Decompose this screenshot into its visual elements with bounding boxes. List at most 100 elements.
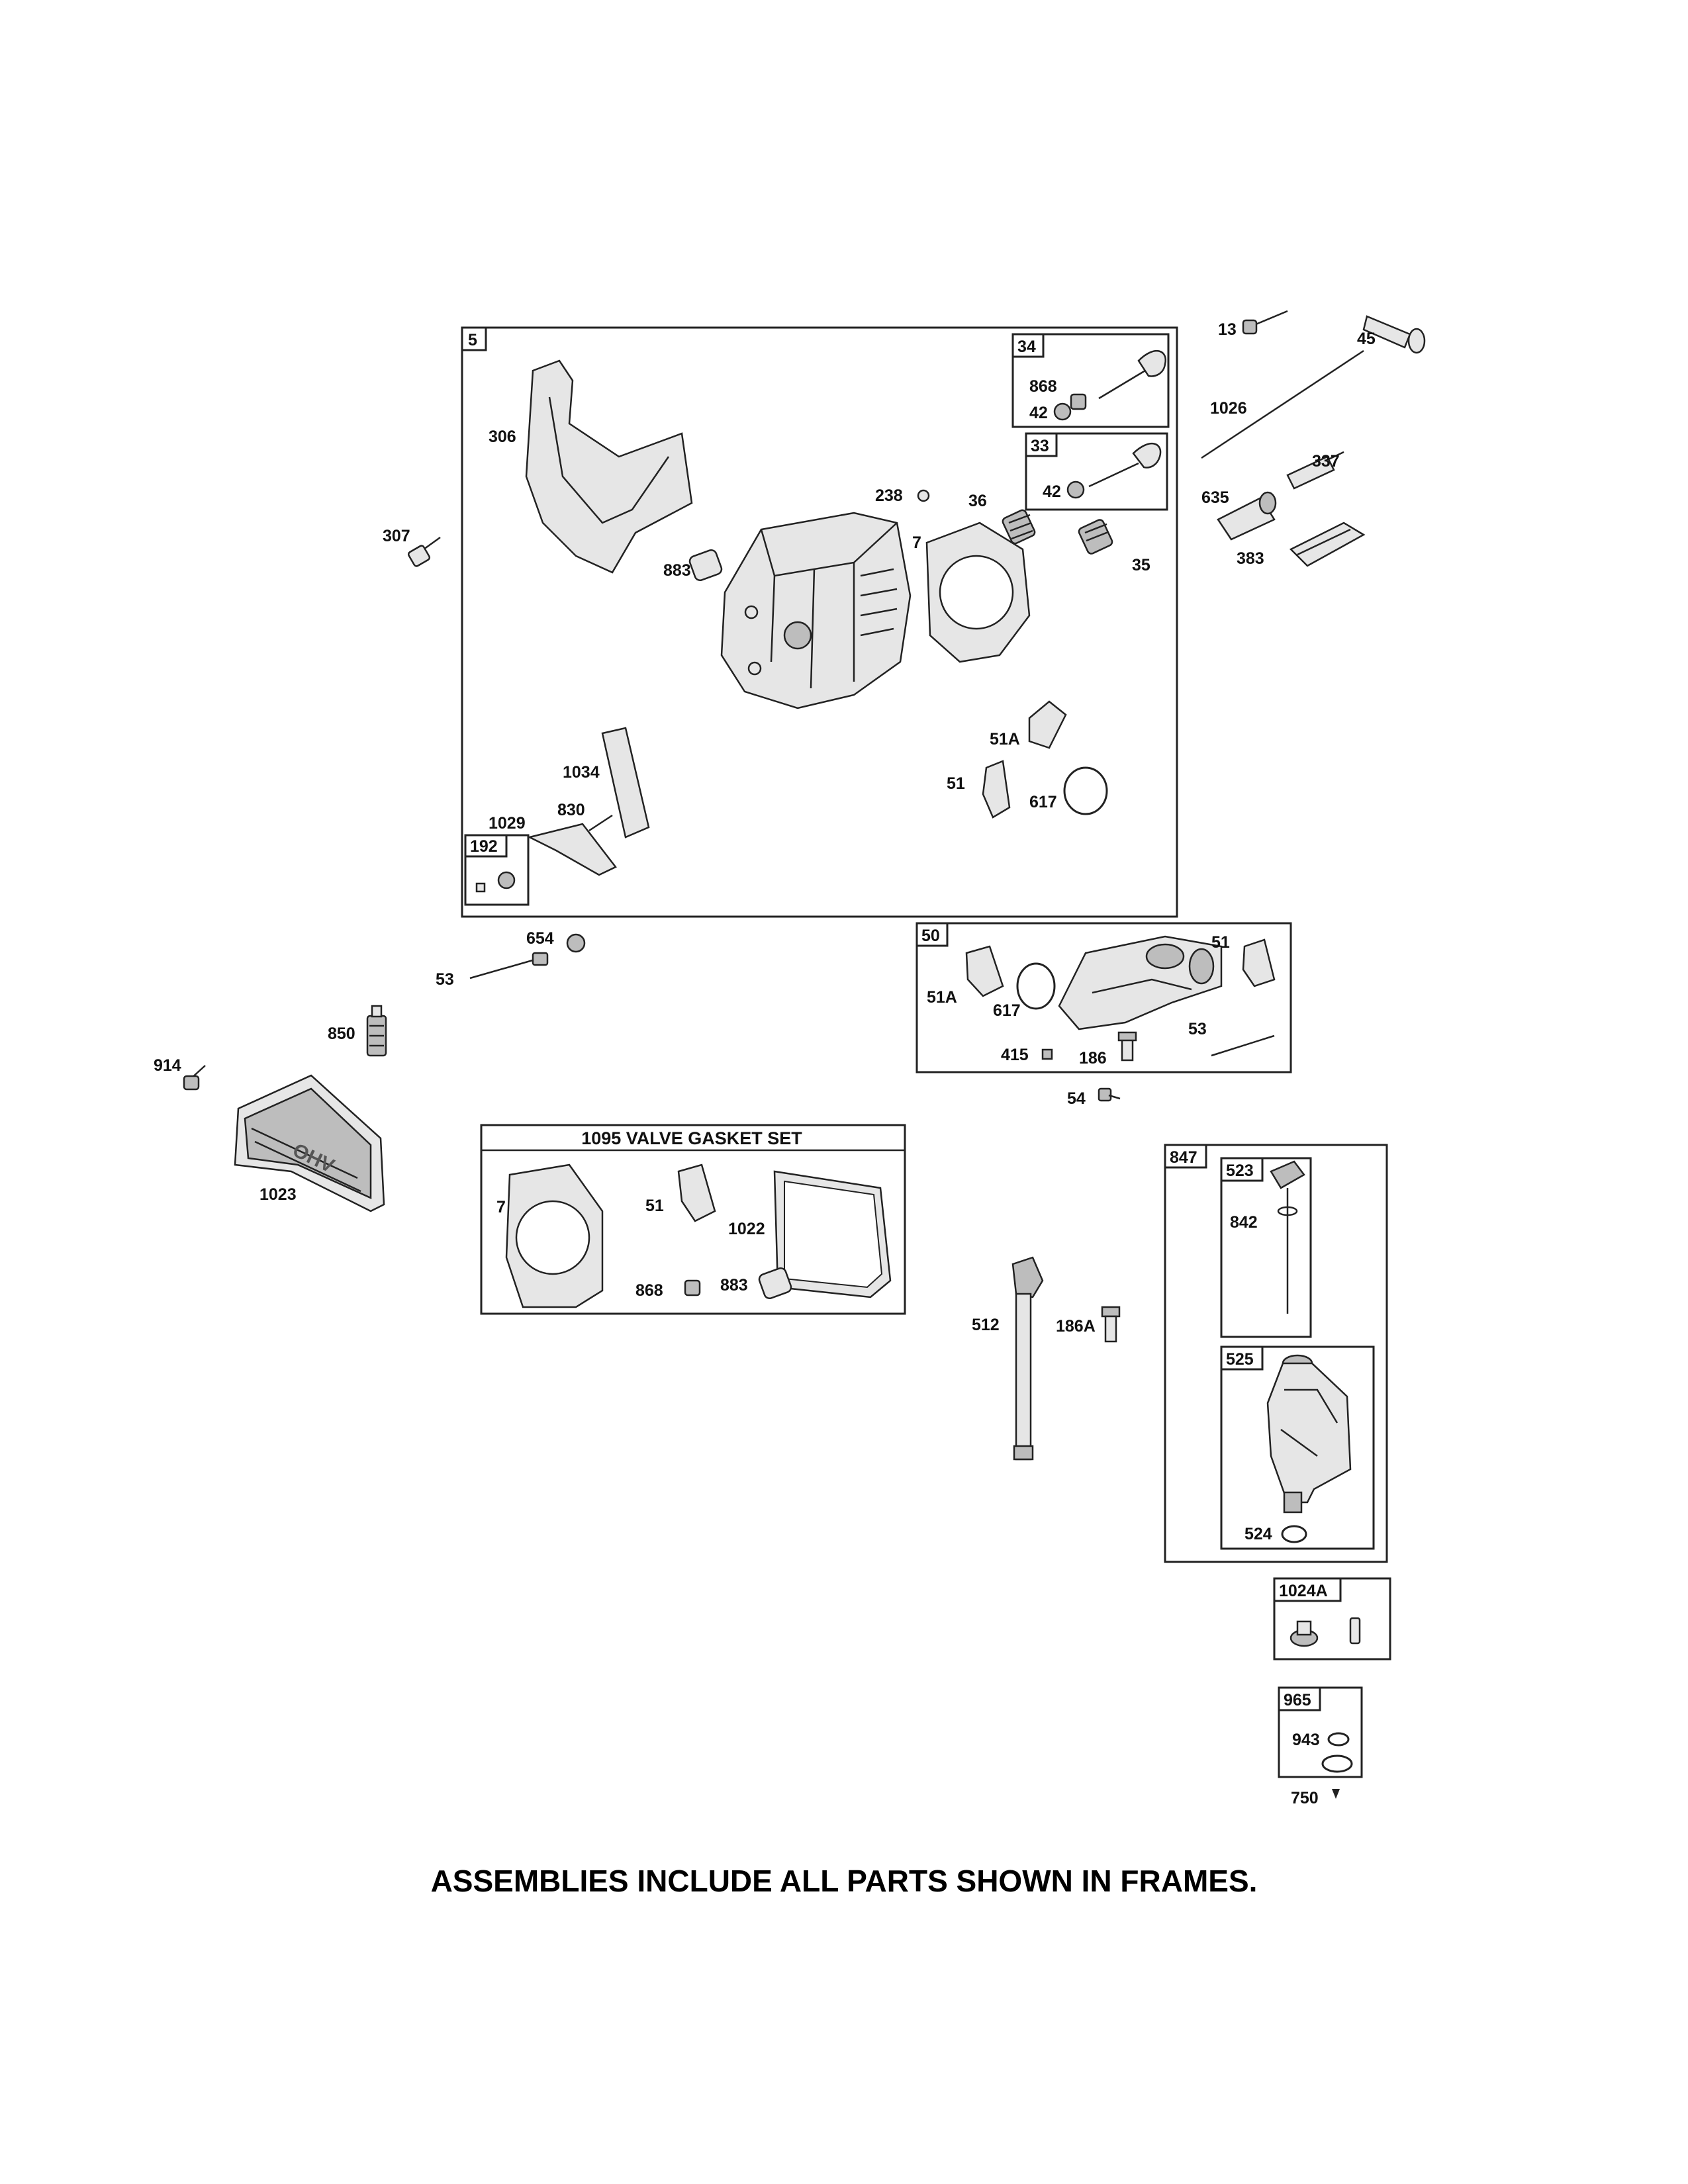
frame-exhaust-valve	[1011, 333, 1170, 428]
fitting-icon	[497, 871, 516, 889]
part-label-51A: 51A	[990, 730, 1020, 749]
frame-tag-cylinder-head: 5	[468, 331, 477, 349]
part-label-238: 238	[875, 486, 903, 505]
drain-plug-icon	[1289, 1620, 1319, 1647]
stud-icon-m53	[1211, 1034, 1275, 1057]
part-label-850: 850	[328, 1024, 355, 1043]
reference-marker-icon	[1332, 1789, 1340, 1799]
frame-tag-oil-fill: 525	[1226, 1350, 1254, 1369]
plug-pin-icon	[1349, 1617, 1361, 1645]
part-label-m51A: 51A	[927, 988, 957, 1007]
part-label-g51: 51	[645, 1197, 664, 1215]
valve-icon	[1098, 349, 1167, 400]
part-label-m53: 53	[1188, 1020, 1207, 1038]
part-label-7: 7	[912, 533, 921, 552]
valve-spring-icon-36	[1002, 509, 1036, 545]
breather-cover-part	[601, 727, 650, 839]
part-label-m54: 54	[1067, 1089, 1086, 1108]
head-gasket-part	[505, 1163, 604, 1308]
screw-icon-13	[1242, 310, 1288, 335]
frame-tag-box	[1273, 1577, 1342, 1602]
nut-icon-654	[566, 933, 586, 953]
gasket-part-883	[688, 549, 723, 582]
retainer-icon-42	[1053, 402, 1072, 421]
spark-plug-icon-337	[1286, 451, 1344, 490]
part-label-36: 36	[968, 492, 987, 510]
frame-intake-manifold	[915, 922, 1292, 1073]
part-label-g868: 868	[635, 1281, 663, 1300]
part-label-51: 51	[947, 774, 965, 793]
part-label-42b: 42	[1043, 482, 1061, 501]
pin-part-238	[917, 489, 930, 502]
retainer-icon-42	[1066, 480, 1085, 499]
frame-tag-intake-valve: 33	[1031, 437, 1049, 455]
valve-icon	[1088, 442, 1162, 488]
o-ring-icon-617	[1063, 766, 1108, 815]
part-label-883: 883	[663, 561, 691, 580]
frame-dipstick-tube	[1164, 1144, 1388, 1563]
o-ring-icon-large	[1321, 1754, 1353, 1773]
gasket-part-m51A	[965, 945, 1004, 997]
valve-spring-icon-35	[1078, 519, 1113, 555]
shroud-detail	[548, 396, 670, 524]
part-label-914: 914	[154, 1056, 181, 1075]
frame-tag-dipstick-tube: 847	[1170, 1148, 1197, 1167]
part-label-512: 512	[972, 1316, 1000, 1334]
o-ring-icon-524	[1281, 1525, 1307, 1543]
fitting-icon-m415	[1041, 1048, 1053, 1060]
frame-tag-dipstick: 523	[1226, 1161, 1254, 1180]
part-label-35: 35	[1132, 556, 1150, 574]
stud-icon-53	[469, 952, 549, 979]
frame-tag-box	[461, 326, 487, 351]
frame-tag-box	[1220, 1345, 1264, 1371]
frame-cylinder-head	[461, 326, 1178, 918]
fitting-icon-186A	[1101, 1306, 1121, 1343]
part-label-45: 45	[1357, 330, 1376, 348]
frame-tag-seal-kit: 965	[1284, 1691, 1311, 1709]
part-label-1026: 1026	[1210, 399, 1247, 418]
part-label-307: 307	[383, 527, 410, 545]
gasket-part-51A	[1028, 700, 1067, 749]
frame-tag-box	[1025, 432, 1058, 457]
part-label-g7: 7	[496, 1198, 506, 1216]
part-label-m617: 617	[993, 1001, 1021, 1020]
cover-icon-383	[1289, 522, 1366, 567]
gasket-part-m51	[1242, 938, 1276, 987]
boot-icon-635	[1217, 491, 1277, 541]
o-ring-icon-m617	[1016, 962, 1056, 1010]
part-label-842: 842	[1230, 1213, 1258, 1232]
cylinder-head-part	[720, 512, 912, 709]
screw-icon-m54	[1098, 1087, 1121, 1102]
part-label-524: 524	[1244, 1525, 1272, 1543]
frame-tag-breather: 192	[470, 837, 498, 856]
part-label-830: 830	[557, 801, 585, 819]
frame-tag-exhaust-valve: 34	[1017, 338, 1036, 356]
part-label-m186: 186	[1079, 1049, 1107, 1068]
part-label-943: 943	[1292, 1731, 1320, 1749]
seal-icon-868	[1070, 393, 1087, 410]
footer-note: ASSEMBLIES INCLUDE ALL PARTS SHOWN IN FR…	[431, 1864, 1258, 1898]
screw-icon-307	[407, 536, 441, 567]
gasket-inner	[784, 1180, 883, 1289]
screw-icon-830	[588, 814, 613, 832]
gasket-part-1029	[527, 823, 617, 876]
part-label-635: 635	[1201, 488, 1229, 507]
frame-title-gasket-set: 1095 VALVE GASKET SET	[581, 1128, 802, 1148]
part-label-m415: 415	[1001, 1046, 1029, 1064]
gasket-part-g51	[677, 1163, 716, 1222]
dipstick-tube-part	[1011, 1256, 1044, 1461]
part-label-186A: 186A	[1056, 1317, 1096, 1336]
o-ring-icon-943	[1327, 1732, 1350, 1747]
valve-cover-part: OHV	[234, 1074, 385, 1212]
part-label-g883: 883	[720, 1276, 748, 1295]
frame-tag-intake-manifold: 50	[921, 927, 940, 945]
fitting-icon-m186	[1117, 1031, 1137, 1062]
frame-oil-fill	[1220, 1345, 1375, 1550]
push-rod-part-1026	[1201, 349, 1364, 459]
frame-tag-plug-kit: 1024A	[1279, 1582, 1328, 1600]
gasket-part-g883	[758, 1267, 792, 1300]
oil-fill-tube-part	[1266, 1354, 1352, 1514]
part-label-g1022: 1022	[728, 1220, 765, 1238]
part-label-617: 617	[1029, 793, 1057, 811]
part-label-1023: 1023	[259, 1185, 297, 1204]
